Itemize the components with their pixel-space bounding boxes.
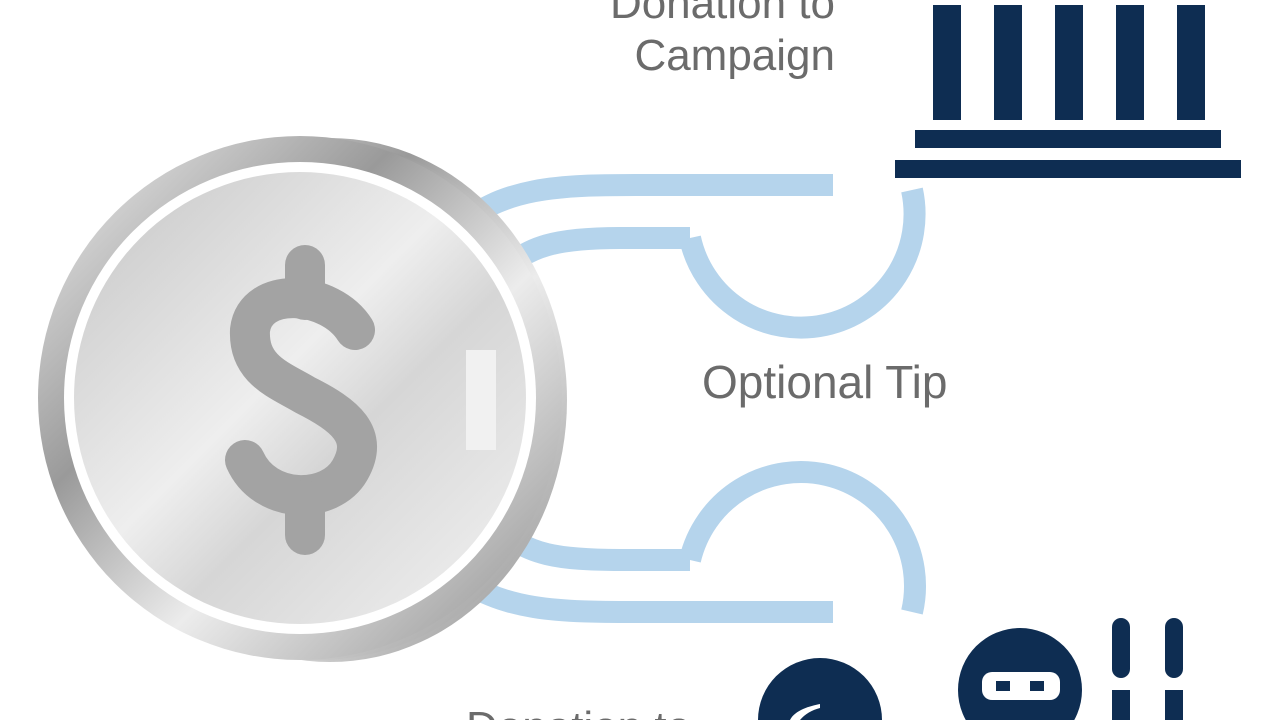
bank-building-icon (895, 5, 1241, 178)
food-cloche-icon (758, 658, 882, 720)
tip-label: Optional Tip (702, 356, 948, 408)
dollar-coin-icon (38, 136, 567, 662)
dollar-sign-icon (225, 245, 377, 555)
bottom-recipient-label: Donation to (466, 702, 691, 720)
ninja-mascot-icon (958, 618, 1183, 720)
donation-label: Donation to Campaign (609, 0, 835, 80)
